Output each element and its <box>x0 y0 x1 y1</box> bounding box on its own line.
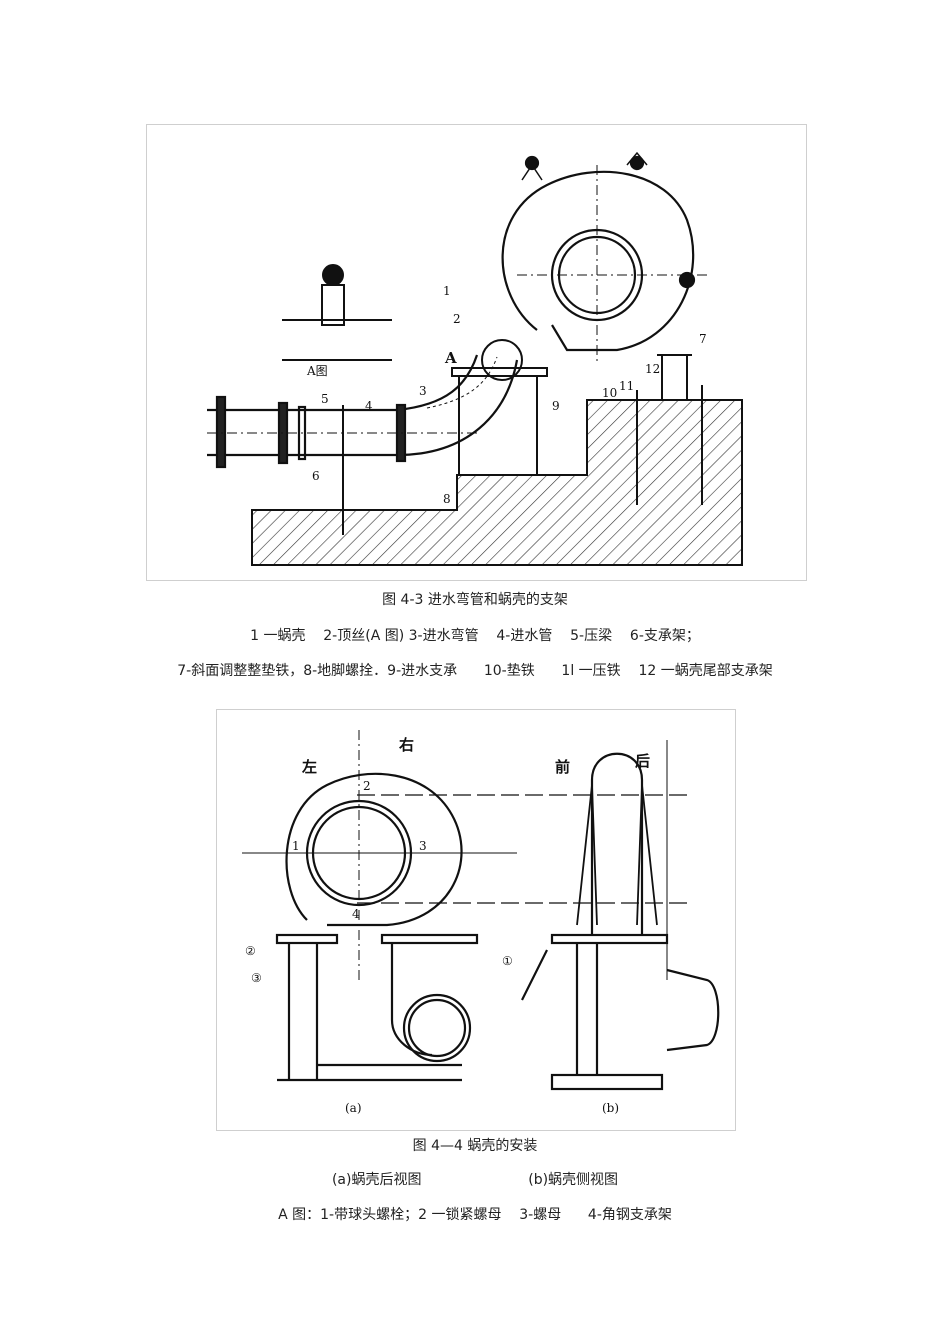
volute-rear-view <box>242 730 517 1082</box>
panel-a-label: (a) <box>345 1101 362 1115</box>
circled-3: ③ <box>251 971 262 985</box>
part-number-9: 9 <box>552 399 560 413</box>
direction-back: 后 <box>635 752 650 770</box>
part-number-4: 4 <box>365 399 373 413</box>
part-number-3: 3 <box>419 384 427 398</box>
figure-4-4-caption: 图 4—4 蜗壳的安装 <box>412 1138 538 1154</box>
direction-left: 左 <box>301 758 317 776</box>
volute-casing <box>501 151 707 365</box>
figure-4-3-svg: A图 A 1 2 3 4 5 6 7 8 9 10 11 12 <box>207 151 743 566</box>
figure-4-4-drawing: 左 右 前 后 1 2 3 4 ① ② ③ (a) (b) <box>216 709 736 1131</box>
part-number-10: 10 <box>602 386 617 400</box>
part-number-11: 11 <box>619 379 634 393</box>
concrete-foundation <box>251 399 743 566</box>
direction-right: 右 <box>399 736 414 754</box>
part-number-1: 1 <box>443 284 451 298</box>
figure-4-3-legend-line-2: 7-斜面调整整垫铁，8-地脚螺拴．9-进水支承 10-垫铁 1l 一压铁 12 … <box>177 663 773 679</box>
point-1: 1 <box>292 839 300 853</box>
point-2: 2 <box>363 779 371 793</box>
inset-a-detail <box>282 264 392 361</box>
direction-front: 前 <box>555 758 570 776</box>
section-mark: A <box>444 349 457 367</box>
inlet-elbow <box>396 354 519 457</box>
volute-side-view <box>357 740 720 1091</box>
part-number-8: 8 <box>443 492 451 506</box>
point-3: 3 <box>419 839 427 853</box>
part-number-2: 2 <box>453 312 461 326</box>
figure-4-3-legend-line-1: 1 一蜗壳 2-顶丝(A 图) 3-进水弯管 4-进水管 5-压梁 6-支承架； <box>250 628 700 644</box>
part-number-12: 12 <box>645 362 660 376</box>
figure-4-4-legend: A 图：1-带球头螺栓；2 一锁紧螺母 3-螺母 4-角钢支承架 <box>278 1207 672 1223</box>
part-number-5: 5 <box>321 392 329 406</box>
inlet-support-frame <box>342 339 703 535</box>
figure-4-4-subcaptions: (a)蜗壳后视图 (b)蜗壳侧视图 <box>331 1172 619 1188</box>
point-4: 4 <box>352 907 360 921</box>
circled-2: ② <box>245 944 256 958</box>
part-number-7: 7 <box>699 332 707 346</box>
circled-1: ① <box>502 954 513 968</box>
figure-4-4-svg: 左 右 前 后 1 2 3 4 ① ② ③ (a) (b) <box>242 730 720 1115</box>
panel-b-label: (b) <box>602 1101 619 1115</box>
figure-4-3-caption: 图 4-3 进水弯管和蜗壳的支架 <box>382 592 568 608</box>
part-number-6: 6 <box>312 469 320 483</box>
figure-4-3-drawing: A图 A 1 2 3 4 5 6 7 8 9 10 11 12 <box>146 124 807 581</box>
inset-label: A图 <box>306 364 328 378</box>
